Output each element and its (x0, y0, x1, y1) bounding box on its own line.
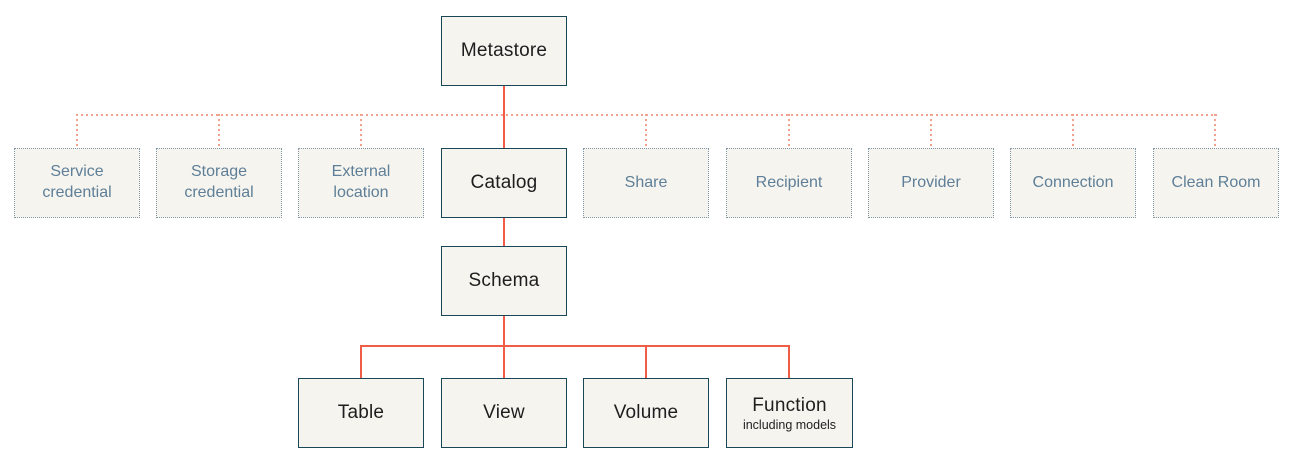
node-view: View (441, 378, 567, 448)
node-function-label: Function (752, 394, 827, 416)
node-metastore-label: Metastore (460, 40, 548, 61)
connector-drop-connection (1072, 114, 1074, 148)
node-clean-room-label: Clean Room (1171, 173, 1261, 191)
connector-drop-recipient (788, 114, 790, 148)
connector-drop-function (788, 345, 790, 378)
node-recipient: Recipient (726, 148, 852, 218)
node-volume: Volume (583, 378, 709, 448)
node-schema-label: Schema (468, 270, 540, 291)
connector-schema-branch (503, 316, 505, 346)
node-storage-credential: Storage credential (156, 148, 282, 218)
node-share: Share (583, 148, 709, 218)
node-view-label: View (483, 402, 525, 423)
node-service-credential-label: Service credential (42, 163, 112, 201)
connector-catalog-schema (503, 218, 505, 246)
connector-drop-clean-room (1214, 114, 1216, 148)
connector-metastore-catalog (503, 86, 505, 148)
node-share-label: Share (624, 173, 668, 191)
connector-children-bus (361, 345, 790, 347)
node-table: Table (298, 378, 424, 448)
node-catalog: Catalog (441, 148, 567, 218)
node-provider: Provider (868, 148, 994, 218)
node-schema: Schema (441, 246, 567, 316)
node-storage-credential-label: Storage credential (184, 163, 254, 201)
node-clean-room: Clean Room (1153, 148, 1279, 218)
connector-drop-provider (930, 114, 932, 148)
node-metastore: Metastore (441, 16, 567, 86)
node-volume-label: Volume (613, 402, 679, 423)
node-service-credential: Service credential (14, 148, 140, 218)
connector-drop-share (645, 114, 647, 148)
node-recipient-label: Recipient (755, 173, 823, 191)
node-table-label: Table (337, 402, 385, 423)
connector-drop-external-location (360, 114, 362, 148)
connector-drop-table (360, 345, 362, 378)
connector-drop-service-credential (76, 114, 78, 148)
node-connection: Connection (1010, 148, 1136, 218)
node-function-sublabel: including models (742, 417, 837, 432)
connector-drop-view (503, 345, 505, 378)
connector-drop-volume (645, 345, 647, 378)
node-external-location: External location (298, 148, 424, 218)
connector-drop-storage-credential (218, 114, 220, 148)
node-catalog-label: Catalog (470, 172, 538, 193)
node-function: Function including models (726, 378, 853, 448)
node-provider-label: Provider (901, 173, 961, 191)
node-connection-label: Connection (1032, 173, 1114, 191)
node-external-location-label: External location (331, 163, 391, 201)
